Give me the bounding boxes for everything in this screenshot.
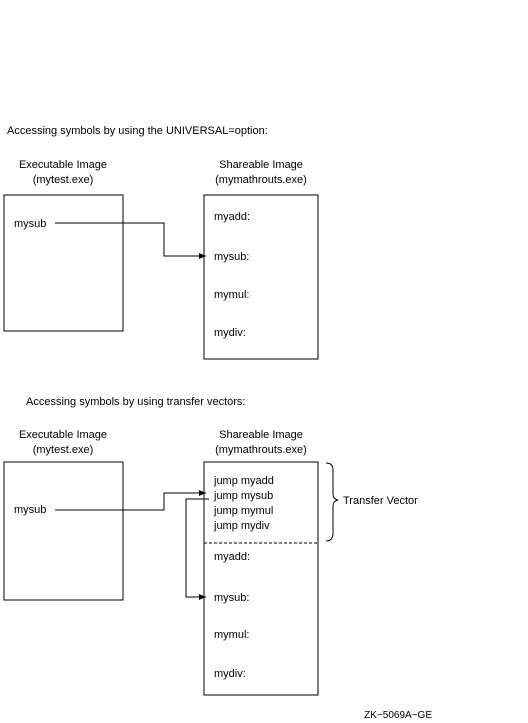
transfer-vector-bracket xyxy=(325,462,339,542)
jump-myadd: jump myadd xyxy=(213,475,274,487)
caption-transfer-vectors: Accessing symbols by using transfer vect… xyxy=(26,396,245,408)
exec-symbol-mysub: mysub xyxy=(14,218,46,230)
caption-universal-option: Accessing symbols by using the UNIVERSAL… xyxy=(7,125,268,137)
shareable-image-title: Shareable Image xyxy=(219,159,303,171)
jump-arrow-to-mysub xyxy=(185,498,209,600)
shareable-image-box xyxy=(203,194,319,360)
jump-mydiv: jump mydiv xyxy=(213,520,270,532)
symbol-mysub: mysub: xyxy=(214,251,249,263)
jump-mymul: jump mymul xyxy=(213,505,273,517)
shareable-image-filename: (mymathrouts.exe) xyxy=(215,174,307,186)
jump-mysub: jump mysub xyxy=(213,490,273,502)
shareable-image-box-2 xyxy=(203,461,319,696)
symbol-myadd: myadd: xyxy=(214,211,250,223)
executable-image-filename-2: (mytest.exe) xyxy=(33,444,94,456)
shareable-image-title-2: Shareable Image xyxy=(219,429,303,441)
symbol-mymul-2: mymul: xyxy=(214,629,249,641)
symbol-mydiv-2: mydiv: xyxy=(214,668,246,680)
executable-image-title-2: Executable Image xyxy=(19,429,107,441)
shareable-image-filename-2: (mymathrouts.exe) xyxy=(215,444,307,456)
symbol-mymul: mymul: xyxy=(214,289,249,301)
executable-image-box xyxy=(3,194,124,332)
executable-image-filename: (mytest.exe) xyxy=(33,174,94,186)
executable-image-title: Executable Image xyxy=(19,159,107,171)
transfer-vector-label: Transfer Vector xyxy=(343,495,418,507)
exec-symbol-mysub-2: mysub xyxy=(14,504,46,516)
symbol-myadd-2: myadd: xyxy=(214,551,250,563)
figure-id: ZK−5069A−GE xyxy=(364,710,432,721)
executable-image-box-2 xyxy=(3,461,124,601)
link-arrow-to-jump xyxy=(55,490,206,511)
symbol-mysub-2: mysub: xyxy=(214,592,249,604)
link-arrow-mysub xyxy=(55,222,206,259)
symbol-mydiv: mydiv: xyxy=(214,327,246,339)
